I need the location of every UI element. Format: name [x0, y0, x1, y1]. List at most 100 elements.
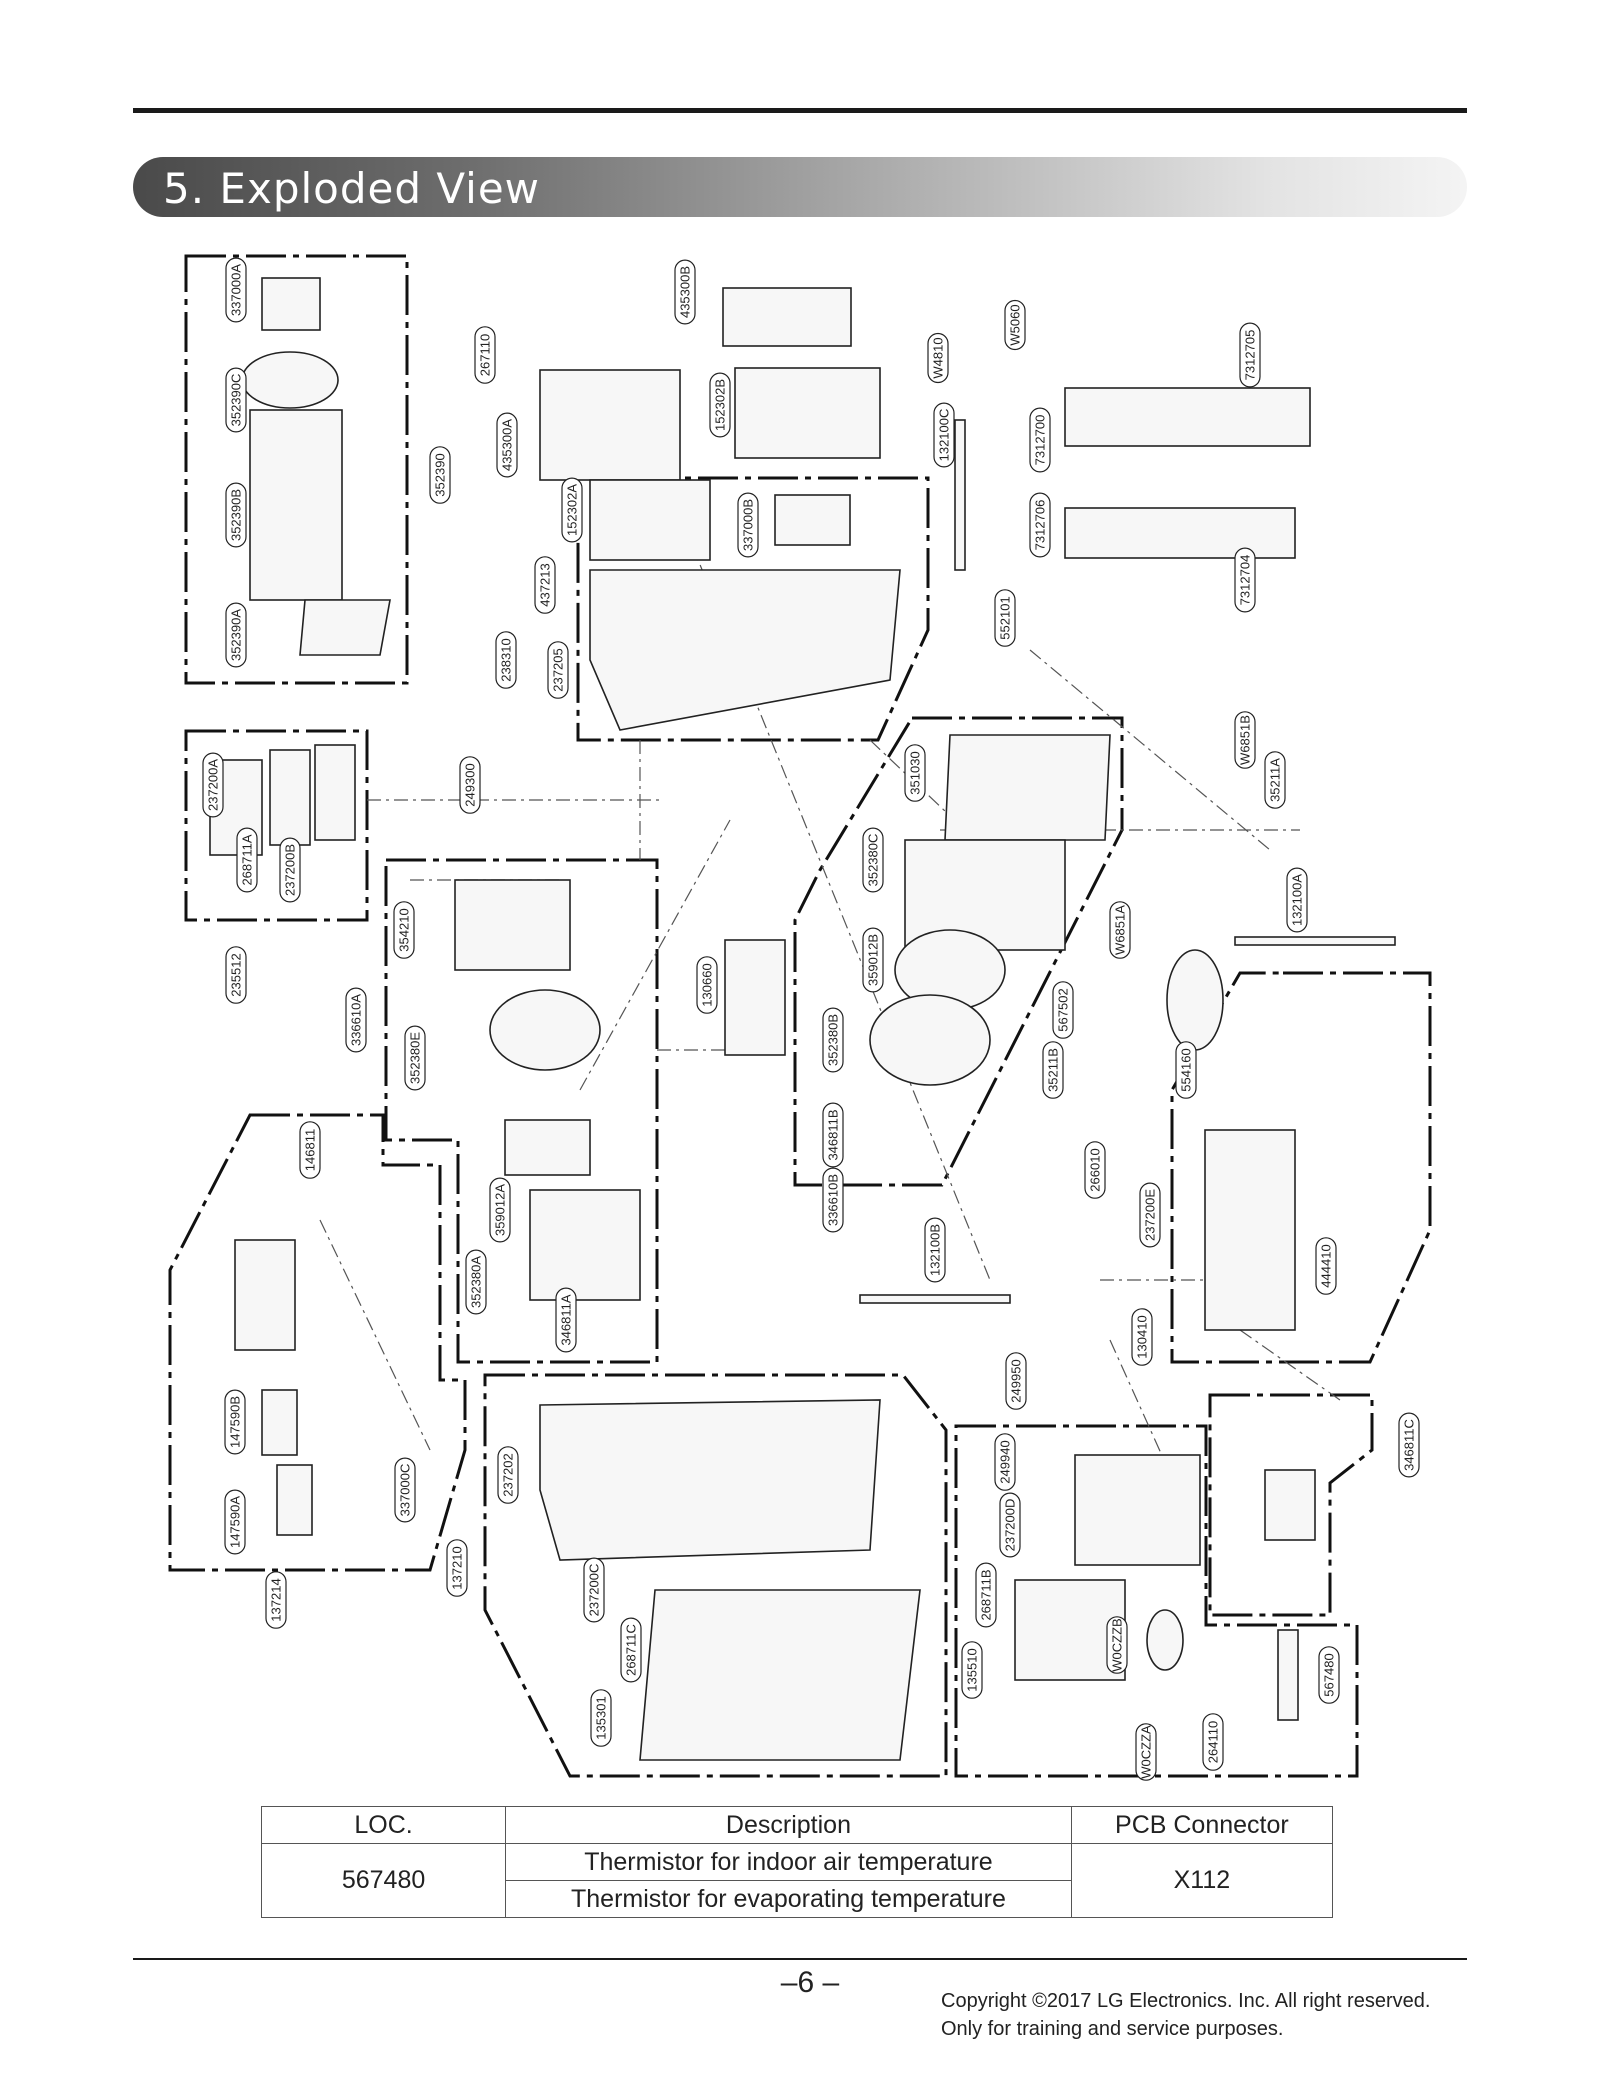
part-label-552101: 552101: [994, 589, 1016, 647]
group-box-evaporator: [793, 716, 1124, 1187]
part-label-346811C: 346811C: [1398, 1412, 1420, 1478]
part-label-352390: 352390: [429, 446, 451, 504]
part-label-352390B: 352390B: [225, 482, 247, 548]
part-label-137210: 137210: [446, 1539, 468, 1597]
part-filter-grid-right: [734, 367, 881, 459]
part-label-346811B: 346811B: [822, 1102, 844, 1168]
part-label-35211A: 35211A: [1264, 751, 1286, 809]
part-label-text: 352390A: [229, 609, 244, 661]
part-fan-shroud-upper: [869, 994, 991, 1086]
part-heater: [454, 879, 571, 971]
part-label-7312706: 7312706: [1029, 492, 1051, 558]
part-compressor: [1166, 949, 1224, 1051]
copyright-line: Only for training and service purposes.: [941, 2018, 1284, 2040]
part-control-board: [269, 749, 311, 846]
part-label-text: 359012B: [866, 934, 881, 986]
part-label-text: 435300A: [500, 419, 515, 471]
part-label-text: 266010: [1088, 1148, 1103, 1191]
part-front-panel: [639, 1589, 921, 1761]
part-label-text: 264110: [1206, 1721, 1221, 1763]
part-label-text: W0CZZA: [1139, 1725, 1154, 1779]
group-box-electrical: [954, 1424, 1359, 1778]
part-label-text: 346811A: [559, 1294, 574, 1345]
part-window-adapter: [299, 599, 391, 656]
part-label-435300B: 435300B: [674, 259, 696, 325]
part-label-W6851B: W6851B: [1234, 711, 1256, 769]
part-label-text: W6851A: [1113, 905, 1128, 955]
part-label-249300: 249300: [459, 756, 481, 814]
part-label-352380B: 352380B: [822, 1007, 844, 1073]
part-label-268711B: 268711B: [975, 1562, 997, 1628]
part-label-text: 237200B: [283, 844, 298, 896]
part-drain-bar-132100C: [954, 419, 966, 571]
part-label-text: 336610A: [349, 994, 364, 1046]
part-label-text: 567480: [1322, 1653, 1337, 1696]
part-label-337000C: 337000C: [394, 1457, 416, 1523]
part-label-text: 352380A: [469, 1256, 484, 1308]
part-label-130660: 130660: [696, 956, 718, 1014]
header-loc: LOC.: [260, 1806, 507, 1844]
part-label-146811: 146811: [299, 1121, 321, 1179]
part-label-text: 237202: [501, 1453, 516, 1496]
part-sensor-cable: [1277, 1629, 1299, 1721]
group-box-control-panel: [184, 729, 369, 922]
part-label-437213: 437213: [534, 556, 556, 614]
part-label-337000B: 337000B: [737, 492, 759, 558]
part-cover-147590B: [261, 1389, 298, 1456]
part-label-135510: 135510: [961, 1641, 983, 1699]
part-label-336610A: 336610A: [345, 987, 367, 1053]
part-label-435300A: 435300A: [496, 412, 518, 478]
part-label-268711C: 268711C: [620, 1617, 642, 1683]
part-label-text: 444410: [1319, 1244, 1334, 1287]
part-label-235512: 235512: [225, 946, 247, 1004]
part-label-249950: 249950: [1005, 1352, 1027, 1410]
part-label-336610B: 336610B: [822, 1167, 844, 1233]
part-label-text: 352390: [433, 453, 448, 496]
part-label-text: 346811B: [826, 1109, 841, 1160]
part-label-text: 435300B: [678, 266, 693, 318]
copyright-line: Copyright ©2017 LG Electronics. Inc. All…: [941, 1990, 1431, 2012]
part-label-text: 7312700: [1033, 415, 1048, 466]
part-label-132100B: 132100B: [924, 1217, 946, 1283]
part-fan-housing-lower: [529, 1189, 641, 1301]
part-label-text: 235512: [229, 953, 244, 996]
part-label-237200E: 237200E: [1139, 1182, 1161, 1248]
part-label-text: 346811C: [1402, 1419, 1417, 1471]
part-label-text: 132100B: [928, 1224, 943, 1276]
copyright: Copyright ©2017 LG Electronics. Inc. All…: [941, 1987, 1430, 2043]
part-label-text: 352380B: [826, 1014, 841, 1066]
part-label-359012B: 359012B: [862, 927, 884, 993]
part-label-264110: 264110: [1202, 1713, 1224, 1771]
part-drain-bar-132100B: [859, 1294, 1011, 1304]
part-label-text: 337000C: [398, 1464, 413, 1517]
part-filter-frame-top: [539, 369, 681, 481]
exploded-view-diagram: 337000A352390C352390B352390A352390237200…: [168, 254, 1432, 1781]
part-label-text: 237205: [551, 648, 566, 691]
part-label-text: 146811: [303, 1129, 318, 1171]
part-label-text: 268711C: [624, 1624, 639, 1676]
part-label-text: 237200C: [587, 1564, 602, 1617]
part-label-238310: 238310: [495, 631, 517, 689]
part-exhaust-hose: [249, 409, 343, 601]
cell-description: Thermistor for evaporating temperature: [505, 1880, 1072, 1918]
part-label-text: 237200D: [1003, 1499, 1018, 1552]
part-window-kit-upper: [1064, 387, 1311, 447]
part-label-352390C: 352390C: [225, 367, 247, 433]
part-label-266010: 266010: [1084, 1141, 1106, 1199]
part-label-text: W4810: [931, 337, 946, 378]
part-label-text: 147590A: [228, 1496, 243, 1548]
part-window-kit-lower: [1064, 507, 1296, 559]
part-drain-bar-132100A: [1234, 936, 1396, 946]
part-label-text: 268711A: [240, 834, 255, 885]
group-box-cabinet-top: [576, 476, 930, 742]
part-label-text: 152302B: [713, 379, 728, 431]
part-label-text: 135510: [965, 1648, 980, 1691]
part-label-237200A: 237200A: [202, 752, 224, 818]
part-label-text: 567502: [1056, 988, 1071, 1031]
part-blower-scroll: [489, 989, 601, 1071]
part-label-text: 152302A: [565, 484, 580, 536]
part-label-text: W0CZZB: [1110, 1618, 1125, 1671]
group-box-drain: [168, 1113, 467, 1572]
bottom-rule: [133, 1958, 1467, 1960]
part-label-237205: 237205: [547, 641, 569, 699]
